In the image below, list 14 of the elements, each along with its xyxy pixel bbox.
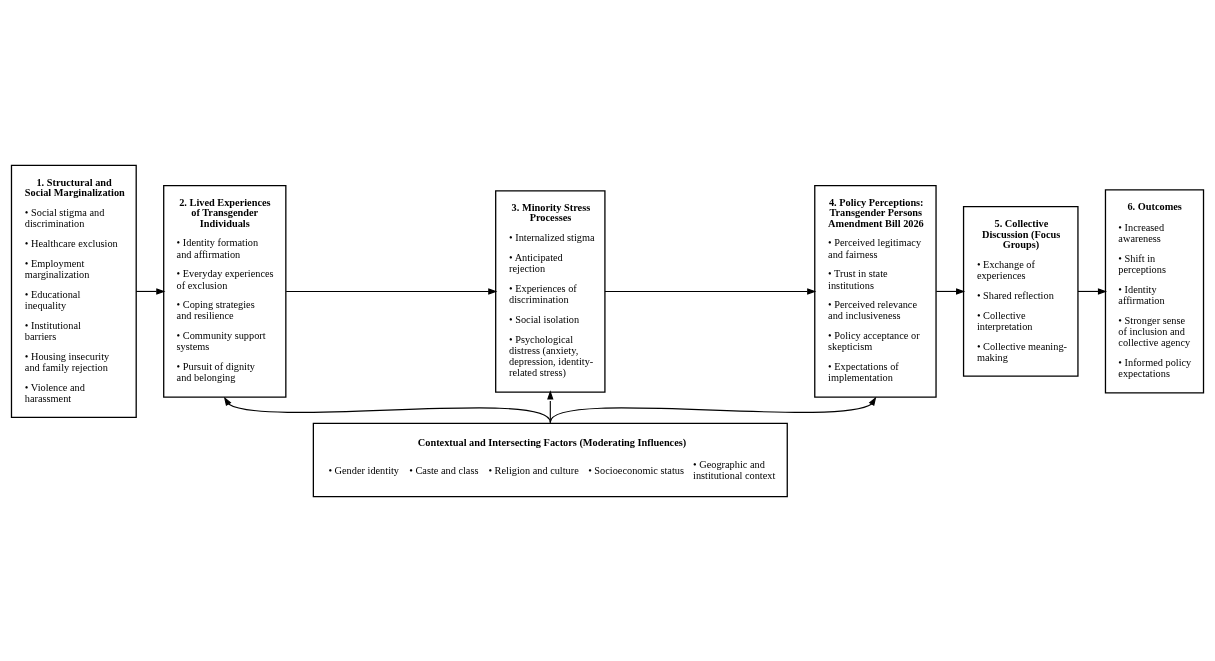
arrow <box>604 287 817 295</box>
node-box: 4. Policy Perceptions: Transgender Persons Amendment Bill 2026 • Perceived legitimacy and fairness • Trust in state institutions • Perceived relevance and inclusiveness • Policy acceptance or skepticism • Expectations of implementation <box>814 184 937 398</box>
arrow <box>285 287 498 295</box>
node-box: 3. Minority Stress Processes • Internalized stigma • Anticipated rejection • Experiences of discrimination • Social isolation • Psychological distress (anxiety, depression, identity-related stress) <box>495 189 606 393</box>
arrow <box>223 396 551 423</box>
arrow <box>935 287 966 295</box>
arrow <box>135 287 166 295</box>
node-box: 2. Lived Experiences of Transgender Individuals • Identity formation and affirmation • Everyday experiences of exclusion • Coping strategies and resilience • Community support systems • Pursuit of dignity and belonging <box>163 184 287 398</box>
arrow <box>549 396 877 423</box>
node-box: 5. Collective Discussion (Focus Groups) • Exchange of experiences • Shared reflection • Collective interpretation • Collective meaning-making <box>962 205 1079 377</box>
arrow <box>1077 287 1108 295</box>
node-box: 1. Structural and Social Marginalization • Social stigma and discrimination • Healthcare exclusion • Employment marginalization • Educational inequality • Institutional barriers • Housing insecurity and family rejection • Violence and harassment <box>10 164 137 418</box>
node-box: 6. Outcomes • Increased awareness • Shift in perceptions • Identity affirmation • Stronger sense of inclusion and collective agency • Informed policy expectations <box>1104 188 1205 394</box>
arrow <box>547 389 554 424</box>
